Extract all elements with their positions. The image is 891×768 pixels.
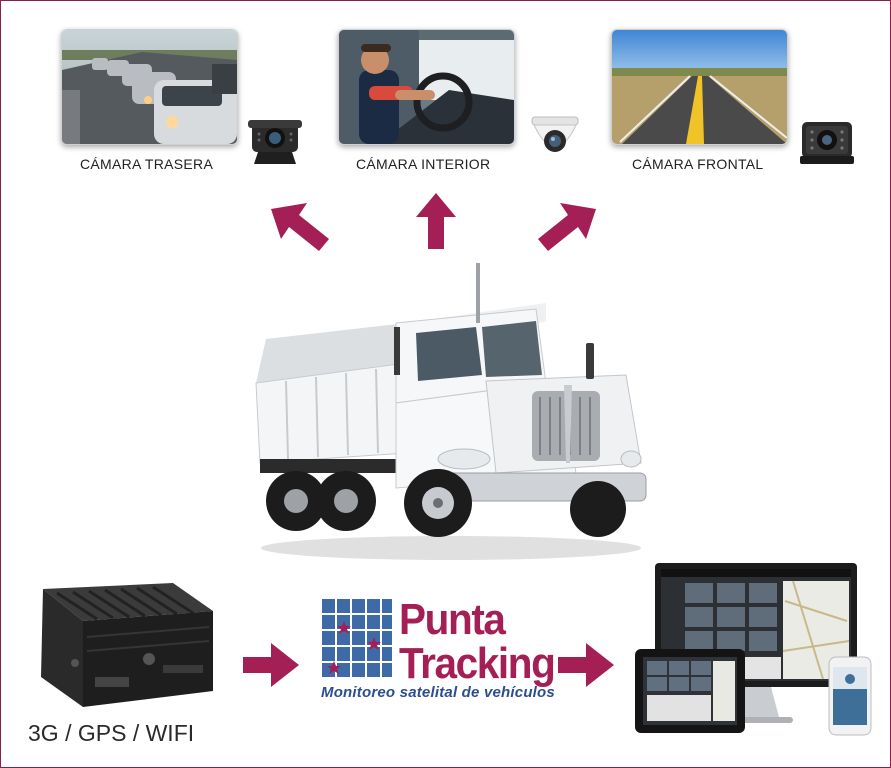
box-camera-icon xyxy=(796,118,858,175)
dome-camera-icon xyxy=(526,109,584,172)
bullet-camera-icon xyxy=(244,118,306,173)
rear-camera-photo xyxy=(61,29,238,145)
brand-tagline: Monitoreo satelital de vehículos xyxy=(321,684,555,701)
monitoring-screens-illustration xyxy=(633,561,881,744)
dump-truck-illustration xyxy=(246,263,656,568)
arrow-to-rear-camera xyxy=(269,201,333,255)
front-camera-label: CÁMARA FRONTAL xyxy=(632,156,764,172)
arrow-to-interior-camera xyxy=(414,191,458,251)
rear-camera-label: CÁMARA TRASERA xyxy=(80,156,214,172)
connectivity-label: 3G / GPS / WIFI xyxy=(28,720,195,746)
interior-camera-photo xyxy=(338,29,515,145)
mobile-dvr-device xyxy=(23,581,215,716)
arrow-to-front-camera xyxy=(534,201,598,255)
interior-camera-label: CÁMARA INTERIOR xyxy=(356,156,491,172)
brand-name-line1: Punta xyxy=(399,595,506,644)
brand-logo-grid-icon xyxy=(322,599,392,686)
front-camera-photo xyxy=(611,29,788,145)
arrow-device-to-platform xyxy=(241,641,301,689)
arrow-platform-to-screens xyxy=(556,641,616,689)
brand-name-line2: Tracking xyxy=(399,639,556,688)
